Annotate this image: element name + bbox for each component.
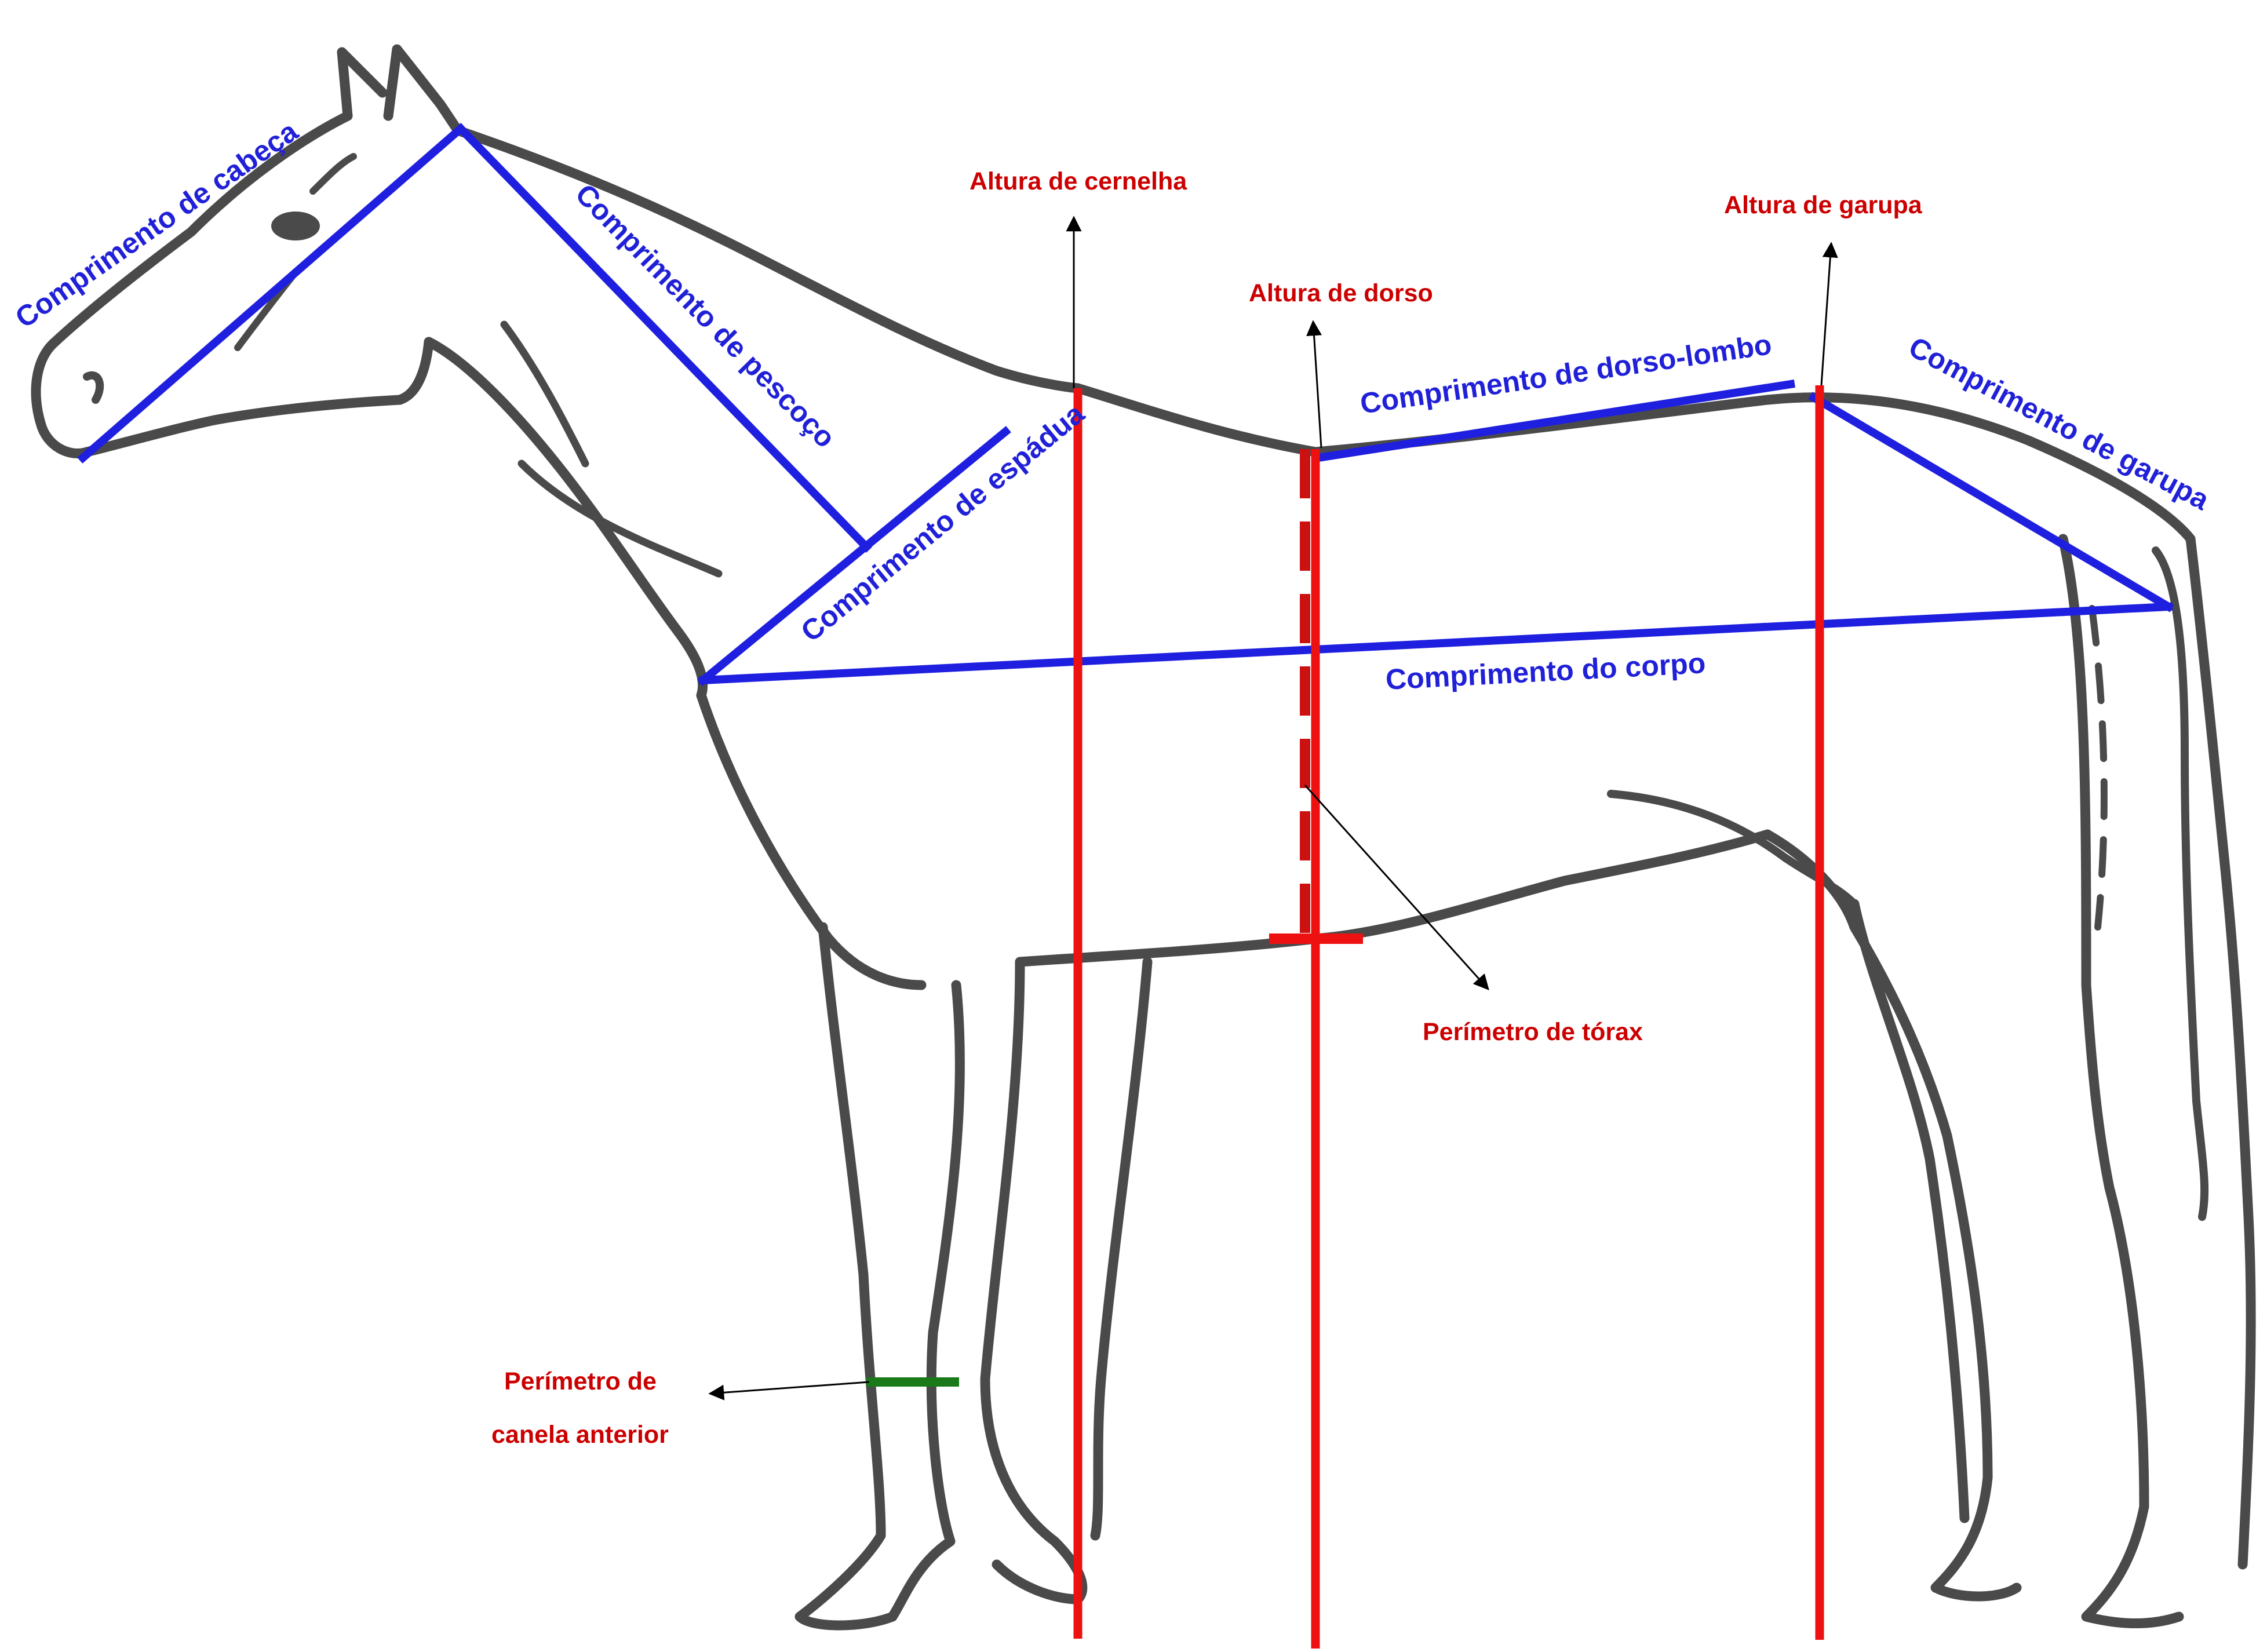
shoulder-length-line — [703, 432, 1005, 680]
nostril — [87, 375, 100, 400]
eye — [271, 211, 320, 240]
neck-length-label: Comprimento de pescoço — [569, 177, 841, 454]
front-leg-right-outline — [985, 962, 1083, 1599]
croup-height-label: Altura de garupa — [1724, 191, 1923, 219]
horse-sketch-outline — [36, 49, 2251, 1625]
body-length-label: Comprimento do corpo — [1385, 647, 1707, 696]
back-height-label: Altura de dorso — [1249, 279, 1433, 307]
back-height-arrow — [1313, 322, 1321, 448]
left-ear — [342, 52, 382, 116]
tail-inner — [2092, 608, 2104, 927]
front-leg-left-inner — [892, 985, 960, 1617]
cannon-girth-arrow — [710, 1382, 869, 1394]
croup-height-arrow — [1821, 243, 1831, 385]
chest-girth-arrow — [1305, 785, 1488, 989]
neck-length-line — [461, 129, 866, 547]
belly-outline — [1020, 834, 1767, 962]
throat-outline — [429, 342, 703, 695]
front-leg-right-inner — [1095, 962, 1147, 1536]
tail-outline — [2156, 550, 2204, 1217]
hind-leg-inner — [1854, 904, 1965, 1518]
right-ear — [388, 49, 458, 130]
hind-leg-back-outline — [2191, 539, 2251, 1565]
cheek-line — [313, 156, 353, 191]
stifle-outline — [1767, 834, 2017, 1596]
cannon-girth-label-line2: canela anterior — [491, 1421, 669, 1449]
cannon-girth-label-line1: Perímetro de — [504, 1367, 657, 1395]
withers-height-label: Altura de cernelha — [970, 167, 1187, 195]
height-measurement-lines — [1078, 385, 1820, 1649]
front-leg-left-outline — [800, 927, 892, 1625]
hind-leg-right-outline — [2063, 539, 2179, 1624]
croup-length-label: Comprimento de garupa — [1904, 330, 2215, 516]
chest-outline — [701, 695, 921, 985]
chest-girth-label: Perímetro de tórax — [1423, 1018, 1643, 1046]
jaw-outline — [87, 342, 429, 452]
